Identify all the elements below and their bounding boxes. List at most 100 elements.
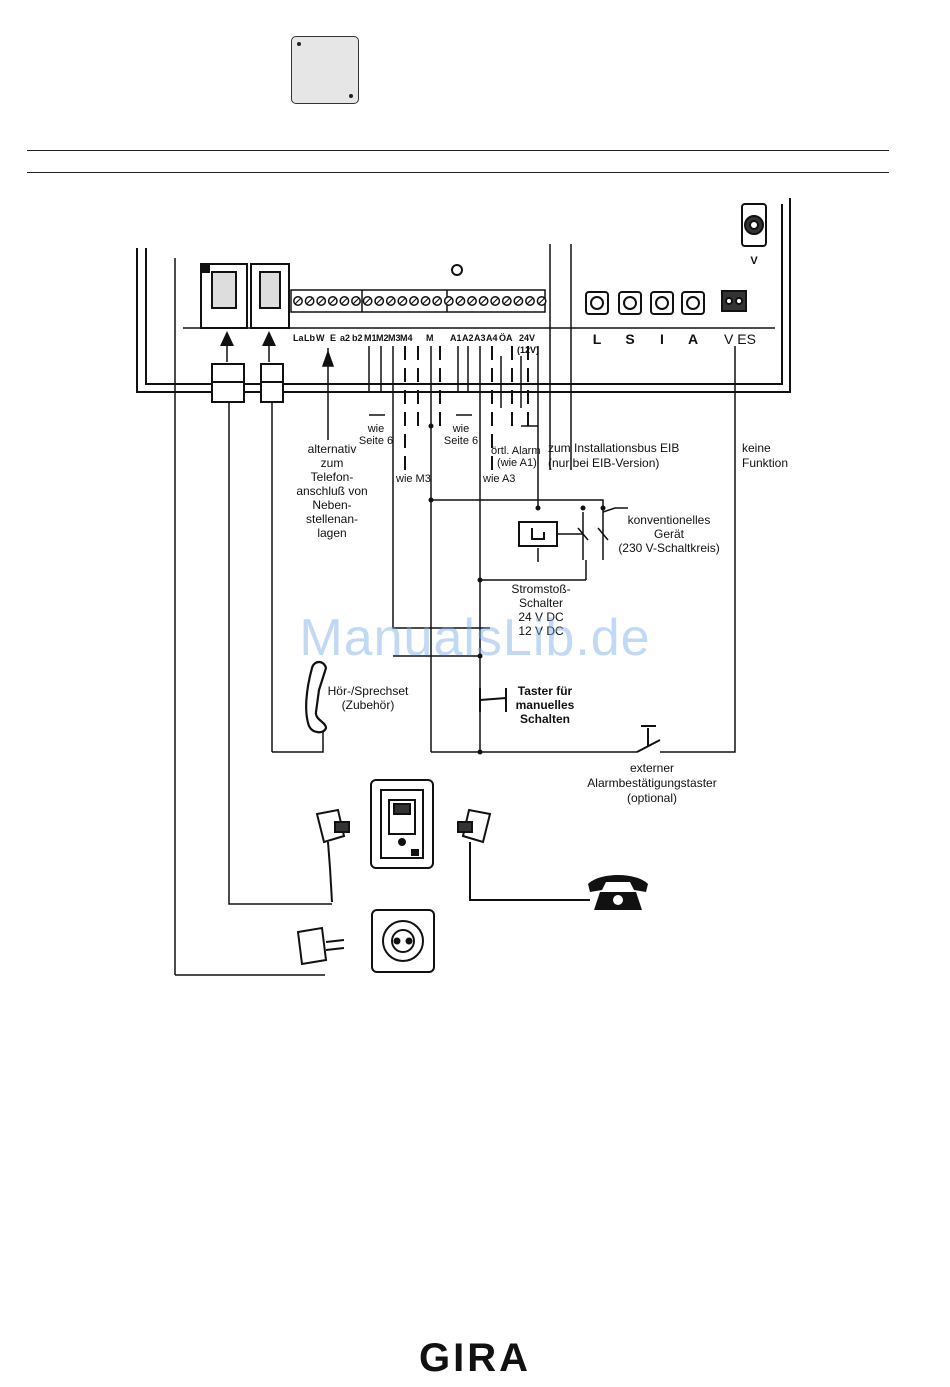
rj-socket-left (200, 263, 248, 329)
terminal-screw-slot (364, 297, 372, 305)
terminal-screw-slot (422, 297, 430, 305)
oertl-alarm-line1: örtl. Alarm (491, 445, 541, 457)
terminal-screw-slot (306, 297, 314, 305)
stromstoss-line1: Stromstoß- (511, 582, 570, 596)
terminal-screw-slot (526, 297, 534, 305)
label-E: E (330, 333, 336, 343)
terminal-screw-slot (503, 297, 511, 305)
keine-funktion-line2: Funktion (742, 456, 788, 470)
button-label-A: A (688, 331, 698, 347)
externer-line2: Alarmbestätigungstaster (587, 776, 716, 790)
label-M3: M3 (388, 333, 401, 343)
power-adapter-left-icon (315, 808, 350, 903)
label-M1: M1 (364, 333, 377, 343)
relay-contacts (557, 507, 628, 560)
label-A2: A2 (462, 333, 474, 343)
watermark: ManualsLib.de (299, 609, 651, 667)
label-b2: b2 (352, 333, 363, 343)
telefon-alt-line7: lagen (317, 526, 346, 540)
label-OA: ÖA (499, 333, 513, 343)
knob-label: V (750, 255, 758, 267)
hoer-sprech-line2: (Zubehör) (342, 698, 395, 712)
terminal-screw-slot (433, 297, 441, 305)
status-buttons (585, 291, 705, 315)
button-label-L: L (593, 331, 602, 347)
wiring-diagram: La Lb W E a2 b2 M1 M2 M3 M4 M A1 A2 A3 A… (136, 198, 791, 976)
ves-terminal (721, 290, 747, 312)
rj-plugs (211, 363, 284, 403)
wie-seite6-a-line2: Seite 6 (359, 435, 393, 447)
terminal-screw-slot (491, 297, 499, 305)
label-A1: A1 (450, 333, 462, 343)
hoer-sprech-line1: Hör-/Sprechset (328, 684, 409, 698)
keine-funktion-line1: keine (742, 441, 771, 455)
terminal-screw-slot (340, 297, 348, 305)
header-rule-bottom (27, 172, 889, 173)
terminal-screw-slot (410, 297, 418, 305)
oertl-alarm-line2: (wie A1) (497, 457, 537, 469)
telefon-alt-line4: anschluß von (296, 484, 367, 498)
button-label-I: I (660, 331, 664, 347)
wie-seite6-b-line1: wie (452, 423, 470, 435)
label-M2: M2 (376, 333, 389, 343)
wall-socket-icon (371, 909, 435, 973)
terminal-screw-slot (445, 297, 453, 305)
brand-logo: GIRA (419, 1336, 531, 1380)
terminal-screws (293, 296, 547, 306)
label-24V: 24V (519, 333, 535, 343)
telefon-alt-line5: Neben- (312, 498, 351, 512)
telefon-alt-line1: alternativ (308, 442, 357, 456)
volume-knob-icon (741, 203, 767, 247)
terminal-screw-slot (538, 297, 546, 305)
stromstoss-line4: 12 V DC (518, 624, 564, 638)
external-alarm-button-icon (636, 725, 661, 753)
label-M: M (426, 333, 434, 343)
terminal-screw-slot (387, 297, 395, 305)
taster-line2: manuelles (516, 698, 575, 712)
power-adapter-right-icon (457, 808, 590, 901)
terminal-labels: La Lb W E a2 b2 M1 M2 M3 M4 M A1 A2 A3 A… (293, 333, 539, 355)
handset-icon (305, 660, 328, 734)
button-labels: L S I A V ES V (593, 255, 759, 347)
tae-socket-icon (370, 779, 434, 869)
konventionelles-line2: Gerät (654, 527, 685, 541)
label-a2: a2 (340, 333, 350, 343)
label-La: La (293, 333, 304, 343)
terminal-screw-slot (352, 297, 360, 305)
rj-socket-right (250, 263, 290, 329)
wie-seite6-b-line2: Seite 6 (444, 435, 478, 447)
label-M4: M4 (400, 333, 413, 343)
header-rule-top (27, 150, 889, 151)
plug-adapter-icon (296, 926, 345, 966)
label-A4: A4 (486, 333, 498, 343)
button-label-S: S (625, 331, 634, 347)
mounting-hole-icon (451, 264, 463, 276)
terminal-screw-slot (480, 297, 488, 305)
telefon-alt-line3: Telefon- (311, 470, 354, 484)
label-Lb: Lb (304, 333, 315, 343)
terminal-screw-slot (317, 297, 325, 305)
junction-dots (428, 423, 606, 755)
terminal-screw-slot (456, 297, 464, 305)
terminal-screw-slot (375, 297, 383, 305)
telephone-icon (588, 875, 648, 910)
terminal-screw-slot (329, 297, 337, 305)
wiring-solid (174, 244, 736, 976)
relay-icon (518, 521, 558, 547)
text-labels: wie Seite 6 wie Seite 6 wie M3 wie A3 ör… (296, 423, 788, 805)
manual-push-button-icon (479, 688, 507, 712)
eib-bus-line2: (nur bei EIB-Version) (548, 456, 659, 470)
telefon-alt-line2: zum (321, 456, 344, 470)
wiring-dashed (404, 346, 529, 470)
externer-line3: (optional) (627, 791, 677, 805)
externer-line1: externer (630, 761, 674, 775)
stromstoss-line2: Schalter (519, 596, 563, 610)
konventionelles-line3: (230 V-Schaltkreis) (618, 541, 719, 555)
terminal-screw-slot (398, 297, 406, 305)
label-W: W (316, 333, 325, 343)
taster-line1: Taster für (518, 684, 573, 698)
wie-m3-label: wie M3 (395, 473, 431, 485)
taster-line3: Schalten (520, 712, 570, 726)
ves-label: V ES (724, 331, 756, 347)
stromstoss-line3: 24 V DC (518, 610, 564, 624)
